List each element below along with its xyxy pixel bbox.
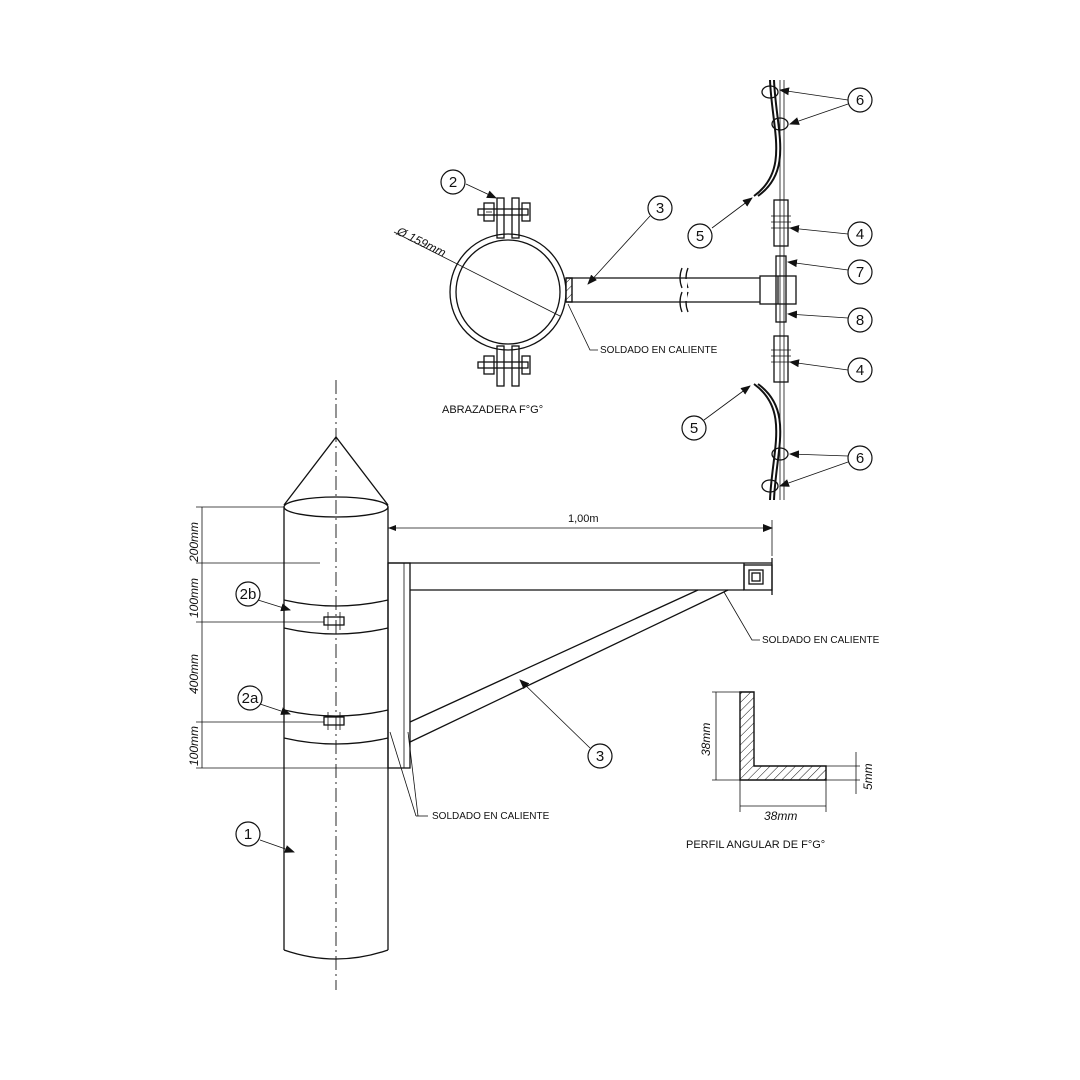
weld-note-pole: SOLDADO EN CALIENTE xyxy=(432,811,550,822)
bubble-7: 7 xyxy=(856,264,864,281)
bubble-6-top: 6 xyxy=(856,92,864,109)
pole-front-view xyxy=(283,380,773,990)
profile-height: 38mm xyxy=(699,723,713,756)
bubble-4-top: 4 xyxy=(856,226,864,243)
bubble-4-bottom: 4 xyxy=(856,362,864,379)
bubble-3-top: 3 xyxy=(656,200,664,217)
profile-thickness: 5mm xyxy=(861,763,875,790)
bubble-3-bottom: 3 xyxy=(596,748,604,765)
diameter-label: Ø 159mm xyxy=(394,224,448,260)
clamp-top-view: Ø 159mm xyxy=(394,79,797,501)
bubble-8: 8 xyxy=(856,312,864,329)
bubble-2: 2 xyxy=(449,174,457,191)
bubble-2a: 2a xyxy=(242,690,259,707)
weld-note-arm: SOLDADO EN CALIENTE xyxy=(762,635,880,646)
angle-profile-section xyxy=(712,691,860,812)
bubble-2b: 2b xyxy=(240,586,257,603)
profile-width: 38mm xyxy=(764,809,797,823)
dim-400mm: 400mm xyxy=(187,654,201,694)
weld-note-clamp: SOLDADO EN CALIENTE xyxy=(600,345,718,356)
dim-100mm-top: 100mm xyxy=(187,578,201,618)
bubble-1: 1 xyxy=(244,826,252,843)
dim-200mm: 200mm xyxy=(187,522,201,563)
bubble-5-top: 5 xyxy=(696,228,704,245)
bubble-5-bottom: 5 xyxy=(690,420,698,437)
dim-100mm-bottom: 100mm xyxy=(187,726,201,766)
profile-caption: PERFIL ANGULAR DE F°G° xyxy=(686,839,825,851)
clamp-caption: ABRAZADERA F°G° xyxy=(442,404,543,416)
length-dimension: 1,00m xyxy=(568,513,599,525)
bubble-6-bottom: 6 xyxy=(856,450,864,467)
